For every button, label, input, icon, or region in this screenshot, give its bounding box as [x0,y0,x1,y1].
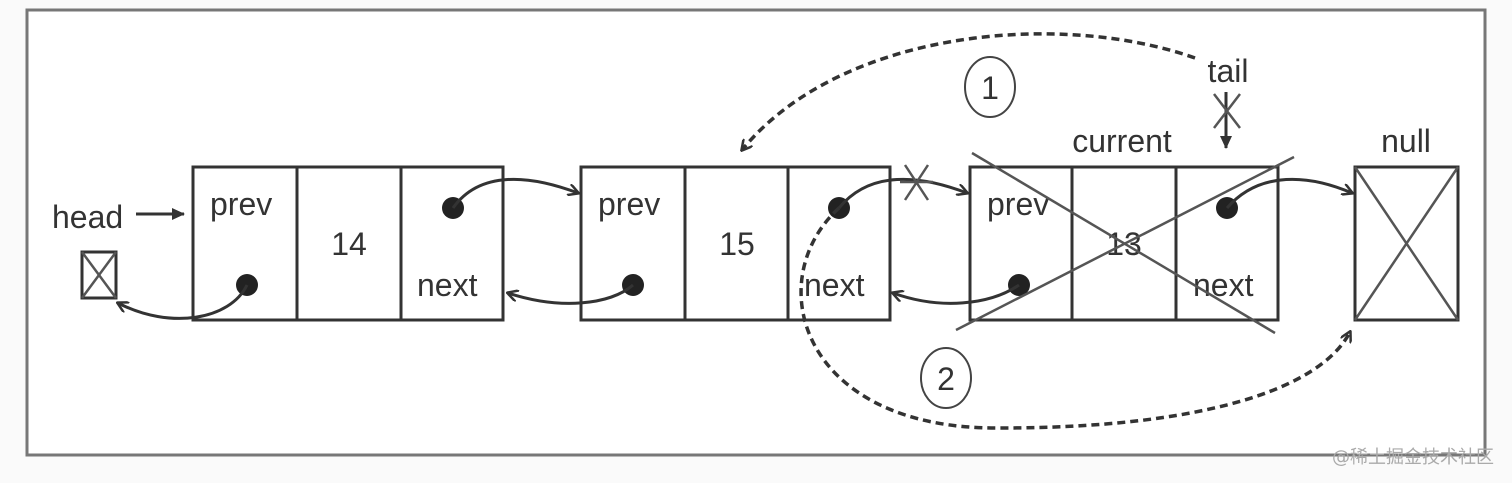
next-label: next [804,267,865,303]
prev-label: prev [987,186,1049,222]
node-15: prev 15 next [579,165,892,322]
head-label: head [52,199,123,235]
link-arrow [118,284,249,320]
link-arrow [508,283,634,305]
node-value: 15 [719,226,755,262]
broken-link-x-icon [900,164,933,201]
prev-label: prev [598,186,660,222]
step-1-number: 1 [981,70,999,106]
current-label: current [1072,123,1172,159]
link-arrow [451,177,578,209]
link-arrow [837,177,967,209]
strike-line [955,155,1295,332]
step-2-badge [920,347,972,409]
tail-removed-x-icon [1213,93,1241,129]
node-13-removed: current prev 13 next [955,123,1295,335]
tail-label: tail [1208,53,1249,89]
step-2-dashed-arrow [799,206,1350,430]
node-14: prev 14 next [191,165,505,322]
null-box [1353,165,1460,322]
node-value: 14 [331,226,367,262]
null-label: null [1381,123,1431,159]
step-1-badge [964,56,1016,118]
next-label: next [1193,267,1254,303]
link-arrow [1225,177,1352,209]
link-arrow [893,283,1020,305]
step-2-number: 2 [937,361,955,397]
watermark: @稀土掘金技术社区 [1332,447,1494,468]
prev-label: prev [210,186,272,222]
next-label: next [417,267,478,303]
step-1-dashed-arrow [742,32,1196,150]
head-null-box [80,250,118,300]
